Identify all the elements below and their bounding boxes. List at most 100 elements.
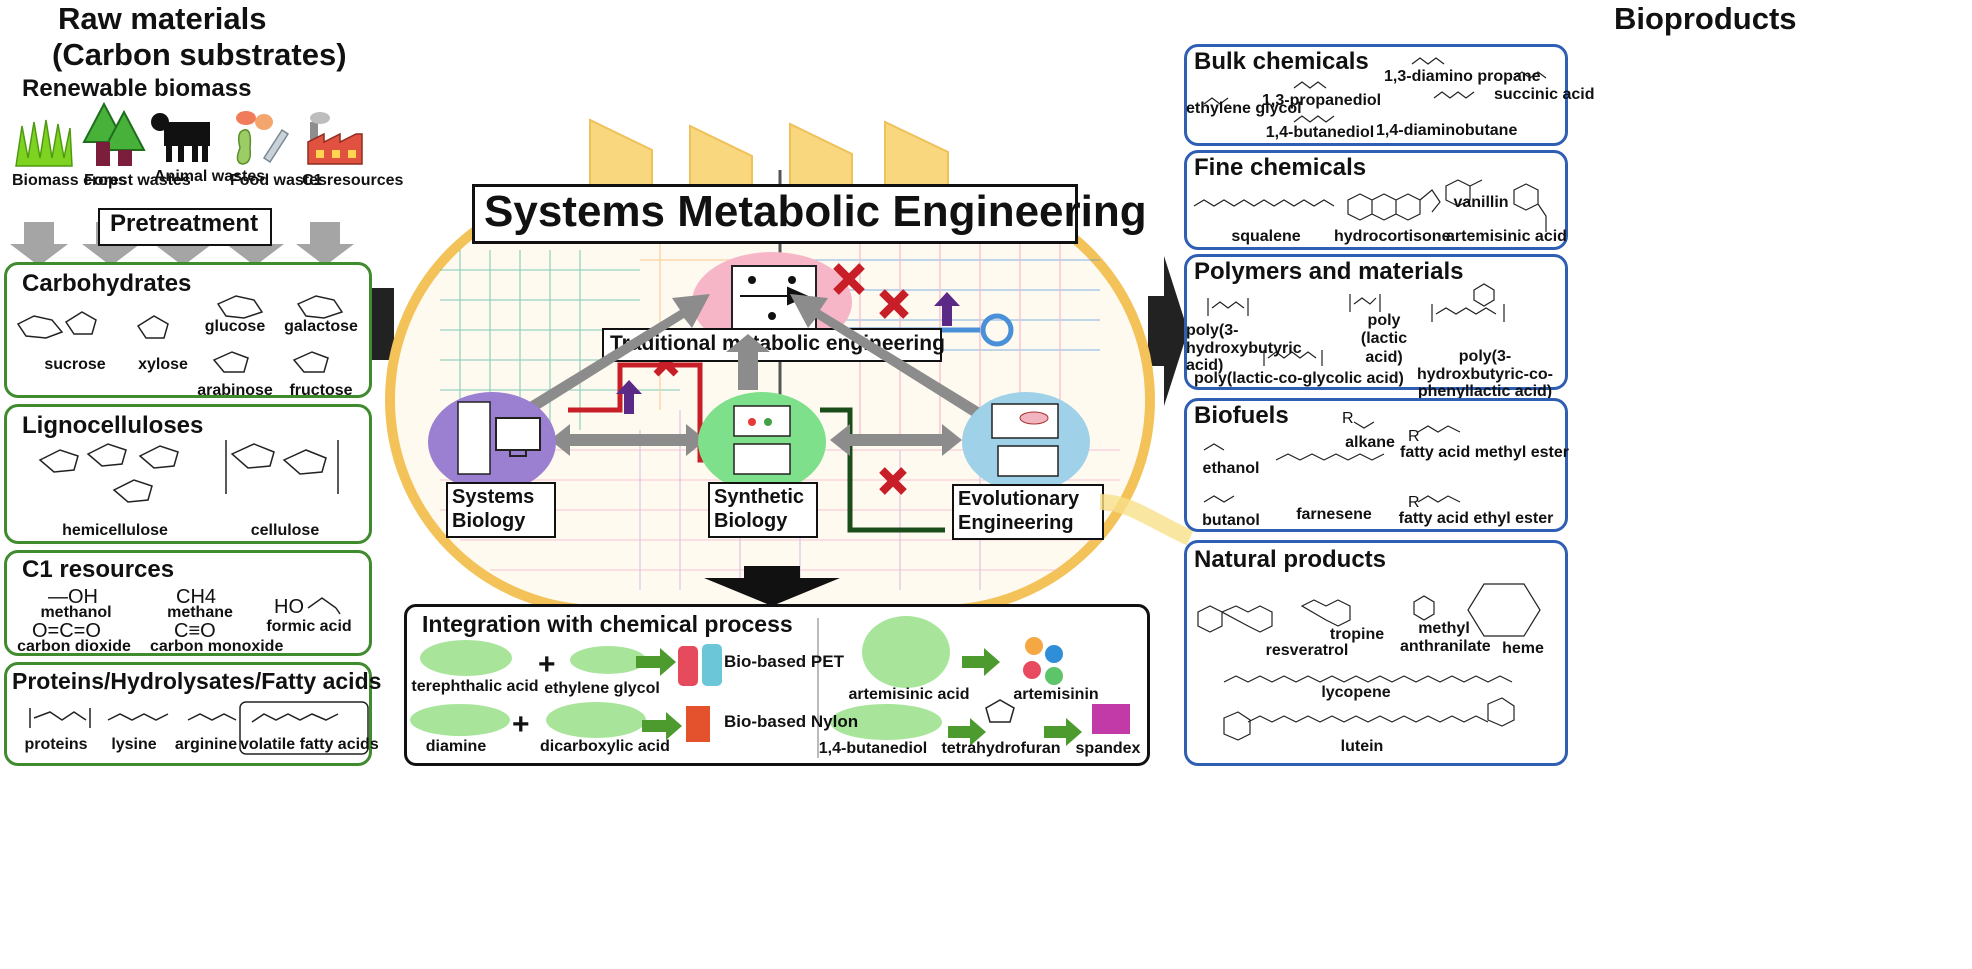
label-proteins: proteins	[24, 736, 88, 753]
evolutionary-engineering-circle	[962, 392, 1090, 492]
label-tropine: tropine	[1329, 626, 1385, 643]
carbohydrates-box	[4, 262, 372, 398]
bulk-chemicals-title: Bulk chemicals	[1194, 48, 1369, 75]
co-formula: C≡O	[174, 620, 216, 642]
evolutionary-engineering-label: Evolutionary Engineering	[958, 488, 1080, 534]
label-faee: fatty acid ethyl ester	[1398, 510, 1554, 527]
source-label-c1-resources: C1 resources	[302, 172, 404, 189]
integration-arrows	[500, 294, 1000, 456]
label-terephthalic-acid: terephthalic acid	[411, 678, 539, 695]
label-cellulose: cellulose	[250, 522, 320, 539]
polymer-structures	[1207, 283, 1505, 366]
lignocelluloses-title: Lignocelluloses	[22, 412, 204, 439]
label-butanol: butanol	[1202, 512, 1260, 529]
pink-module	[692, 252, 852, 352]
source-label-biomass-crops: Biomass crops	[12, 172, 127, 189]
label-carbon-dioxide: carbon dioxide	[17, 638, 131, 655]
evolutionary-engineering-box	[952, 484, 1104, 540]
synthetic-biology-circle	[698, 392, 826, 492]
fine-chemicals-box	[1184, 150, 1568, 250]
label-bio-based-nylon: Bio-based Nylon	[724, 712, 859, 731]
label-13-propanediol: 1,3-propanediol	[1262, 92, 1382, 109]
fine-structures	[1193, 179, 1547, 232]
label-vanillin: vanillin	[1453, 194, 1509, 211]
label-artemisinin: artemisinin	[1013, 686, 1099, 703]
synthetic-biology-label: Synthetic Biology	[714, 486, 805, 532]
pretreatment-label: Pretreatment	[110, 210, 259, 237]
biofuels-box	[1184, 398, 1568, 532]
label-alkane: alkane	[1345, 434, 1395, 451]
trees-icon	[82, 101, 146, 166]
label-artemisinic-acid-int: artemisinic acid	[848, 686, 970, 703]
grass-icon	[15, 119, 73, 167]
label-galactose: galactose	[284, 318, 358, 335]
formic-acid-structure	[307, 597, 341, 615]
pretreatment-box	[98, 208, 272, 246]
proteins-title: Proteins/Hydrolysates/Fatty acids	[12, 668, 382, 694]
source-label-food-wastes: Food wastes	[230, 172, 327, 189]
integration-highlights	[410, 616, 1130, 746]
formic-formula: HO	[274, 596, 304, 618]
label-arabinose: arabinose	[197, 382, 273, 399]
label-14-butanediol-int: 1,4-butanediol	[818, 740, 928, 757]
label-dicarboxylic-acid: dicarboxylic acid	[540, 738, 670, 755]
label-squalene: squalene	[1231, 228, 1301, 245]
integration-divider	[817, 618, 819, 758]
biofuel-structures	[1203, 421, 1461, 503]
label-fame: fatty acid methyl ester	[1400, 444, 1569, 461]
knockout-cross-4	[879, 467, 907, 495]
factory-icon	[307, 112, 363, 165]
knockout-cross-1	[833, 263, 865, 295]
label-ethanol: ethanol	[1202, 460, 1260, 477]
cow-icon	[151, 113, 210, 162]
integration-box	[404, 604, 1150, 766]
label-formic-acid: formic acid	[266, 618, 352, 635]
methane-formula: CH4	[176, 586, 217, 608]
label-methyl-anthranilate: methyl anthranilate	[1400, 620, 1491, 656]
alkane-r: R	[1342, 410, 1354, 427]
plus-1: +	[538, 648, 556, 681]
source-label-forest-wastes: Forest wastes	[84, 172, 191, 189]
label-volatile-fatty-acids: volatile fatty acids	[240, 736, 379, 753]
label-methanol: methanol	[40, 604, 112, 621]
c1-resources-title: C1 resources	[22, 556, 175, 583]
label-ethylene-glycol-bulk: ethylene glycol	[1186, 100, 1302, 117]
synthetic-biology-box	[708, 482, 818, 538]
lignocelluloses-box	[4, 404, 372, 544]
systems-biology-circle	[428, 392, 556, 492]
left-subtitle: (Carbon substrates)	[52, 37, 347, 72]
output-arrow	[1148, 256, 1188, 406]
center-title: Systems Metabolic Engineering	[484, 187, 1147, 236]
protein-structures	[29, 701, 369, 755]
label-p3hb-co-pla: poly(3-hydroxbutyric-co-phenyllactic aci…	[1416, 348, 1553, 401]
lignocellulose-structures	[38, 440, 339, 503]
label-bio-based-pet: Bio-based PET	[724, 652, 844, 671]
label-tetrahydrofuran: tetrahydrofuran	[941, 740, 1061, 757]
carbohydrates-title: Carbohydrates	[22, 270, 192, 297]
label-resveratrol: resveratrol	[1265, 642, 1349, 659]
label-xylose: xylose	[138, 356, 188, 373]
bulk-chemicals-box	[1184, 44, 1568, 146]
label-heme: heme	[1502, 640, 1544, 657]
methanol-formula: —OH	[48, 586, 98, 608]
natural-products-title: Natural products	[1194, 546, 1387, 573]
overexpression-arrow-2	[616, 380, 642, 414]
label-lycopene: lycopene	[1321, 684, 1391, 701]
right-title: Bioproducts	[1614, 1, 1797, 36]
secretion-stream	[1099, 494, 1194, 546]
label-sucrose: sucrose	[44, 356, 106, 373]
integration-title: Integration with chemical process	[422, 611, 793, 637]
fame-r: R	[1408, 428, 1420, 445]
label-13-diamino-propane: 1,3-diamino propane	[1384, 68, 1541, 85]
label-14-butanediol-bulk: 1,4-butanediol	[1265, 124, 1375, 141]
label-artemisinic-acid-fine: artemisinic acid	[1446, 228, 1567, 245]
label-pla: poly (lactic acid)	[1360, 312, 1408, 366]
knockout-cross-2	[879, 289, 909, 319]
input-arrow	[372, 288, 394, 360]
label-phb: poly(3-hydroxybutyric acid)	[1186, 322, 1302, 375]
natural-structures	[1197, 583, 1541, 741]
label-hemicellulose: hemicellulose	[62, 522, 168, 539]
fine-chemicals-title: Fine chemicals	[1194, 154, 1367, 181]
label-arginine: arginine	[174, 736, 238, 753]
label-lysine: lysine	[111, 736, 157, 753]
